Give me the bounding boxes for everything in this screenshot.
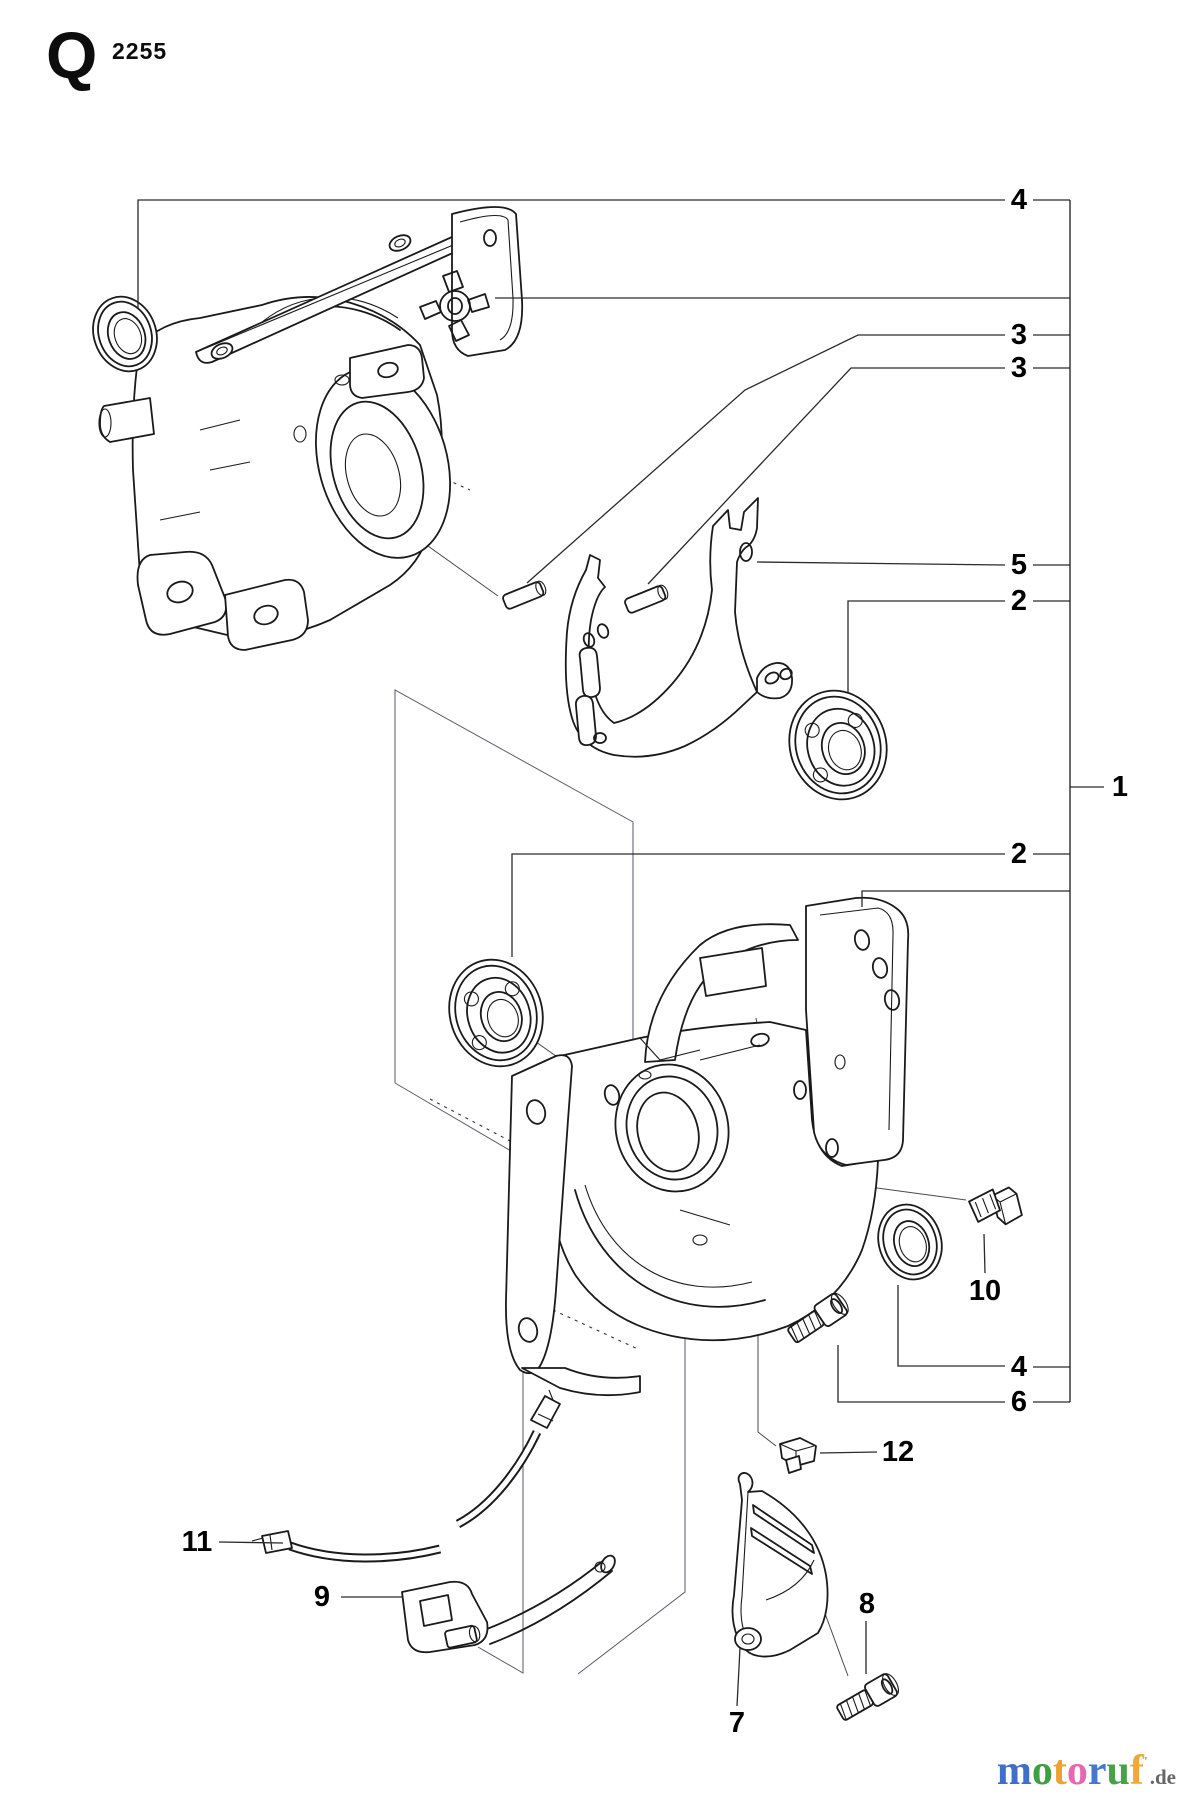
callout-leader: [511, 853, 1005, 957]
gasket-drawing: [564, 497, 793, 758]
motoruf-logo-letter: o: [1066, 1748, 1088, 1794]
section-letter: Q: [46, 18, 98, 92]
callout-leader: [837, 1345, 1005, 1403]
motoruf-logo-letter: u: [1106, 1748, 1130, 1794]
callout-leader: [647, 367, 1005, 585]
crankcase-half-lower-drawing: [505, 896, 910, 1397]
motoruf-logo-letters: motoruf: [997, 1748, 1144, 1794]
crankcase-half-upper-drawing: [98, 206, 524, 651]
oil-seal-upper-drawing: [92, 295, 158, 373]
callout-leader: [218, 1541, 284, 1544]
dowel-pin-1-drawing: [502, 580, 547, 610]
callout-number-2: 2: [1011, 838, 1027, 870]
spine-connector-line: [861, 890, 1070, 907]
callout-leader: [819, 1451, 878, 1454]
callout-number-12: 12: [882, 1436, 914, 1468]
callout-leader: [983, 1233, 986, 1274]
callout-leader: [897, 1285, 1005, 1367]
callout-number-3: 3: [1011, 352, 1027, 384]
bolt-part8-drawing: [836, 1673, 900, 1721]
motoruf-logo-mark: ': [1143, 1755, 1150, 1770]
motoruf-logo: motoruf'.de: [997, 1750, 1176, 1792]
callout-number-6: 6: [1011, 1386, 1027, 1418]
callout-number-11: 11: [182, 1526, 213, 1558]
callout-leader: [526, 334, 1005, 584]
callout-leader: [847, 600, 1005, 692]
callout-number-4: 4: [1011, 184, 1027, 216]
motoruf-logo-letter: o: [1031, 1748, 1053, 1794]
dowel-pin-2-drawing: [624, 584, 669, 614]
bolt-part6-drawing: [787, 1292, 849, 1344]
oil-seal-lower-drawing: [877, 1203, 943, 1281]
motoruf-logo-suffix: .de: [1149, 1765, 1176, 1789]
screw-part10-drawing: [968, 1186, 1023, 1226]
callout-leader: [137, 199, 1005, 308]
motoruf-logo-letter: t: [1052, 1748, 1067, 1794]
plug-part12-drawing: [779, 1437, 817, 1474]
callout-leader: [756, 561, 1006, 566]
wire-part11-drawing: [251, 1389, 561, 1563]
callout-number-1: 1: [1112, 771, 1128, 803]
callout-number-4: 4: [1011, 1351, 1027, 1383]
callout-number-10: 10: [969, 1275, 1001, 1307]
callout-number-5: 5: [1011, 549, 1027, 581]
motoruf-logo-letter: m: [996, 1748, 1032, 1794]
callout-number-9: 9: [314, 1581, 330, 1613]
cover-part7-drawing: [731, 1472, 829, 1658]
flywheel-fins: [419, 270, 490, 342]
callout-leader: [736, 1647, 741, 1707]
model-number: 2255: [112, 38, 168, 64]
motoruf-logo-letter: f: [1129, 1748, 1144, 1794]
callout-number-2: 2: [1011, 585, 1027, 617]
callout-number-8: 8: [859, 1588, 875, 1620]
ball-bearing-lower-drawing: [448, 958, 544, 1068]
callout-number-7: 7: [729, 1707, 745, 1739]
callout-number-3: 3: [1011, 319, 1027, 351]
bracket-part9-drawing: [401, 1554, 616, 1654]
motoruf-logo-letter: r: [1087, 1748, 1107, 1794]
ball-bearing-upper-drawing: [788, 689, 888, 801]
